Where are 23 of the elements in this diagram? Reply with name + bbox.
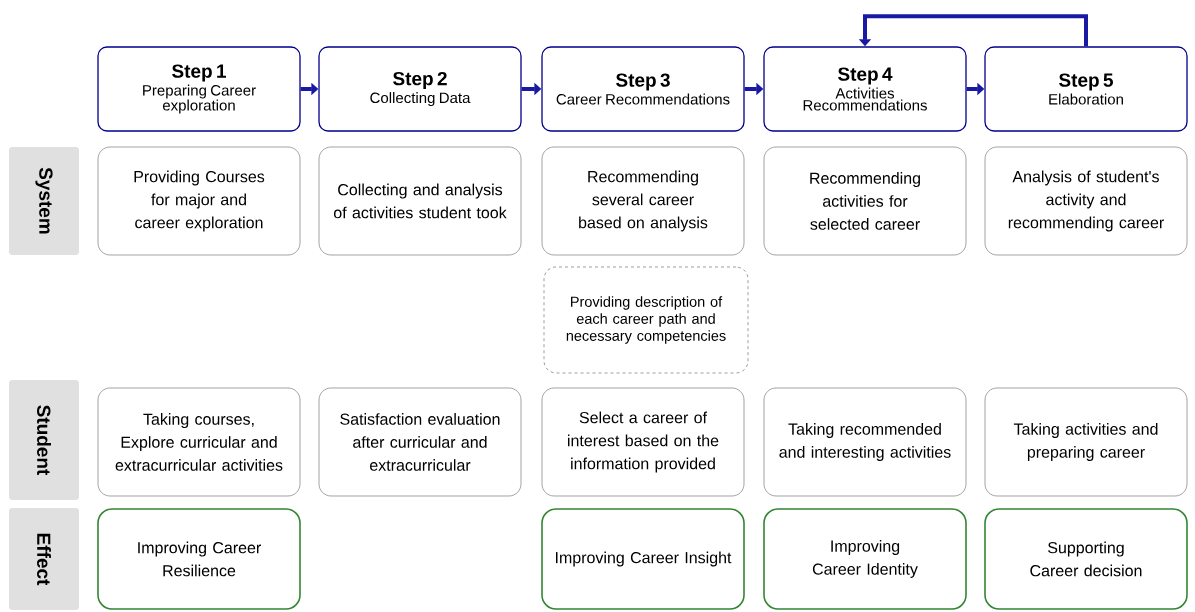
process-box: Providing Courses for major and career exploration <box>97 146 301 256</box>
step-box: Step 5 Elaboration <box>984 46 1188 132</box>
step-box: Step 2 Collecting Data <box>318 46 522 132</box>
effect-box: Supporting Career decision <box>984 508 1188 610</box>
step-box: Step 4 Activities Recommendations <box>763 46 967 132</box>
process-box: Taking courses, Explore curricular and extracurricular activities <box>97 387 301 497</box>
effect-box: Improving Career Resilience <box>97 508 301 610</box>
process-box: Taking activities and preparing career <box>984 387 1188 497</box>
process-box: Satisfaction evaluation after curricular and extracurricular <box>318 387 522 497</box>
row-label: Student <box>9 380 79 500</box>
row-label: System <box>9 147 79 255</box>
effect-box: Improving Career Insight <box>541 508 745 610</box>
note-box: Providing description of each career path and necessary competencies <box>543 266 749 374</box>
effect-box: Improving Career Identity <box>763 508 967 610</box>
process-box: Analysis of student's activity and recommending career <box>984 146 1188 256</box>
process-box: Select a career of interest based on the information provided <box>541 387 745 497</box>
process-box: Recommending activities for selected career <box>763 146 967 256</box>
step-box: Step 1 Preparing Career exploration <box>97 46 301 132</box>
row-label: Effect <box>9 508 79 610</box>
step-box: Step 3 Career Recommendations <box>541 46 745 132</box>
process-box: Collecting and analysis of activities student took <box>318 146 522 256</box>
process-box: Recommending several career based on analysis <box>541 146 745 256</box>
process-box: Taking recommended and interesting activities <box>763 387 967 497</box>
